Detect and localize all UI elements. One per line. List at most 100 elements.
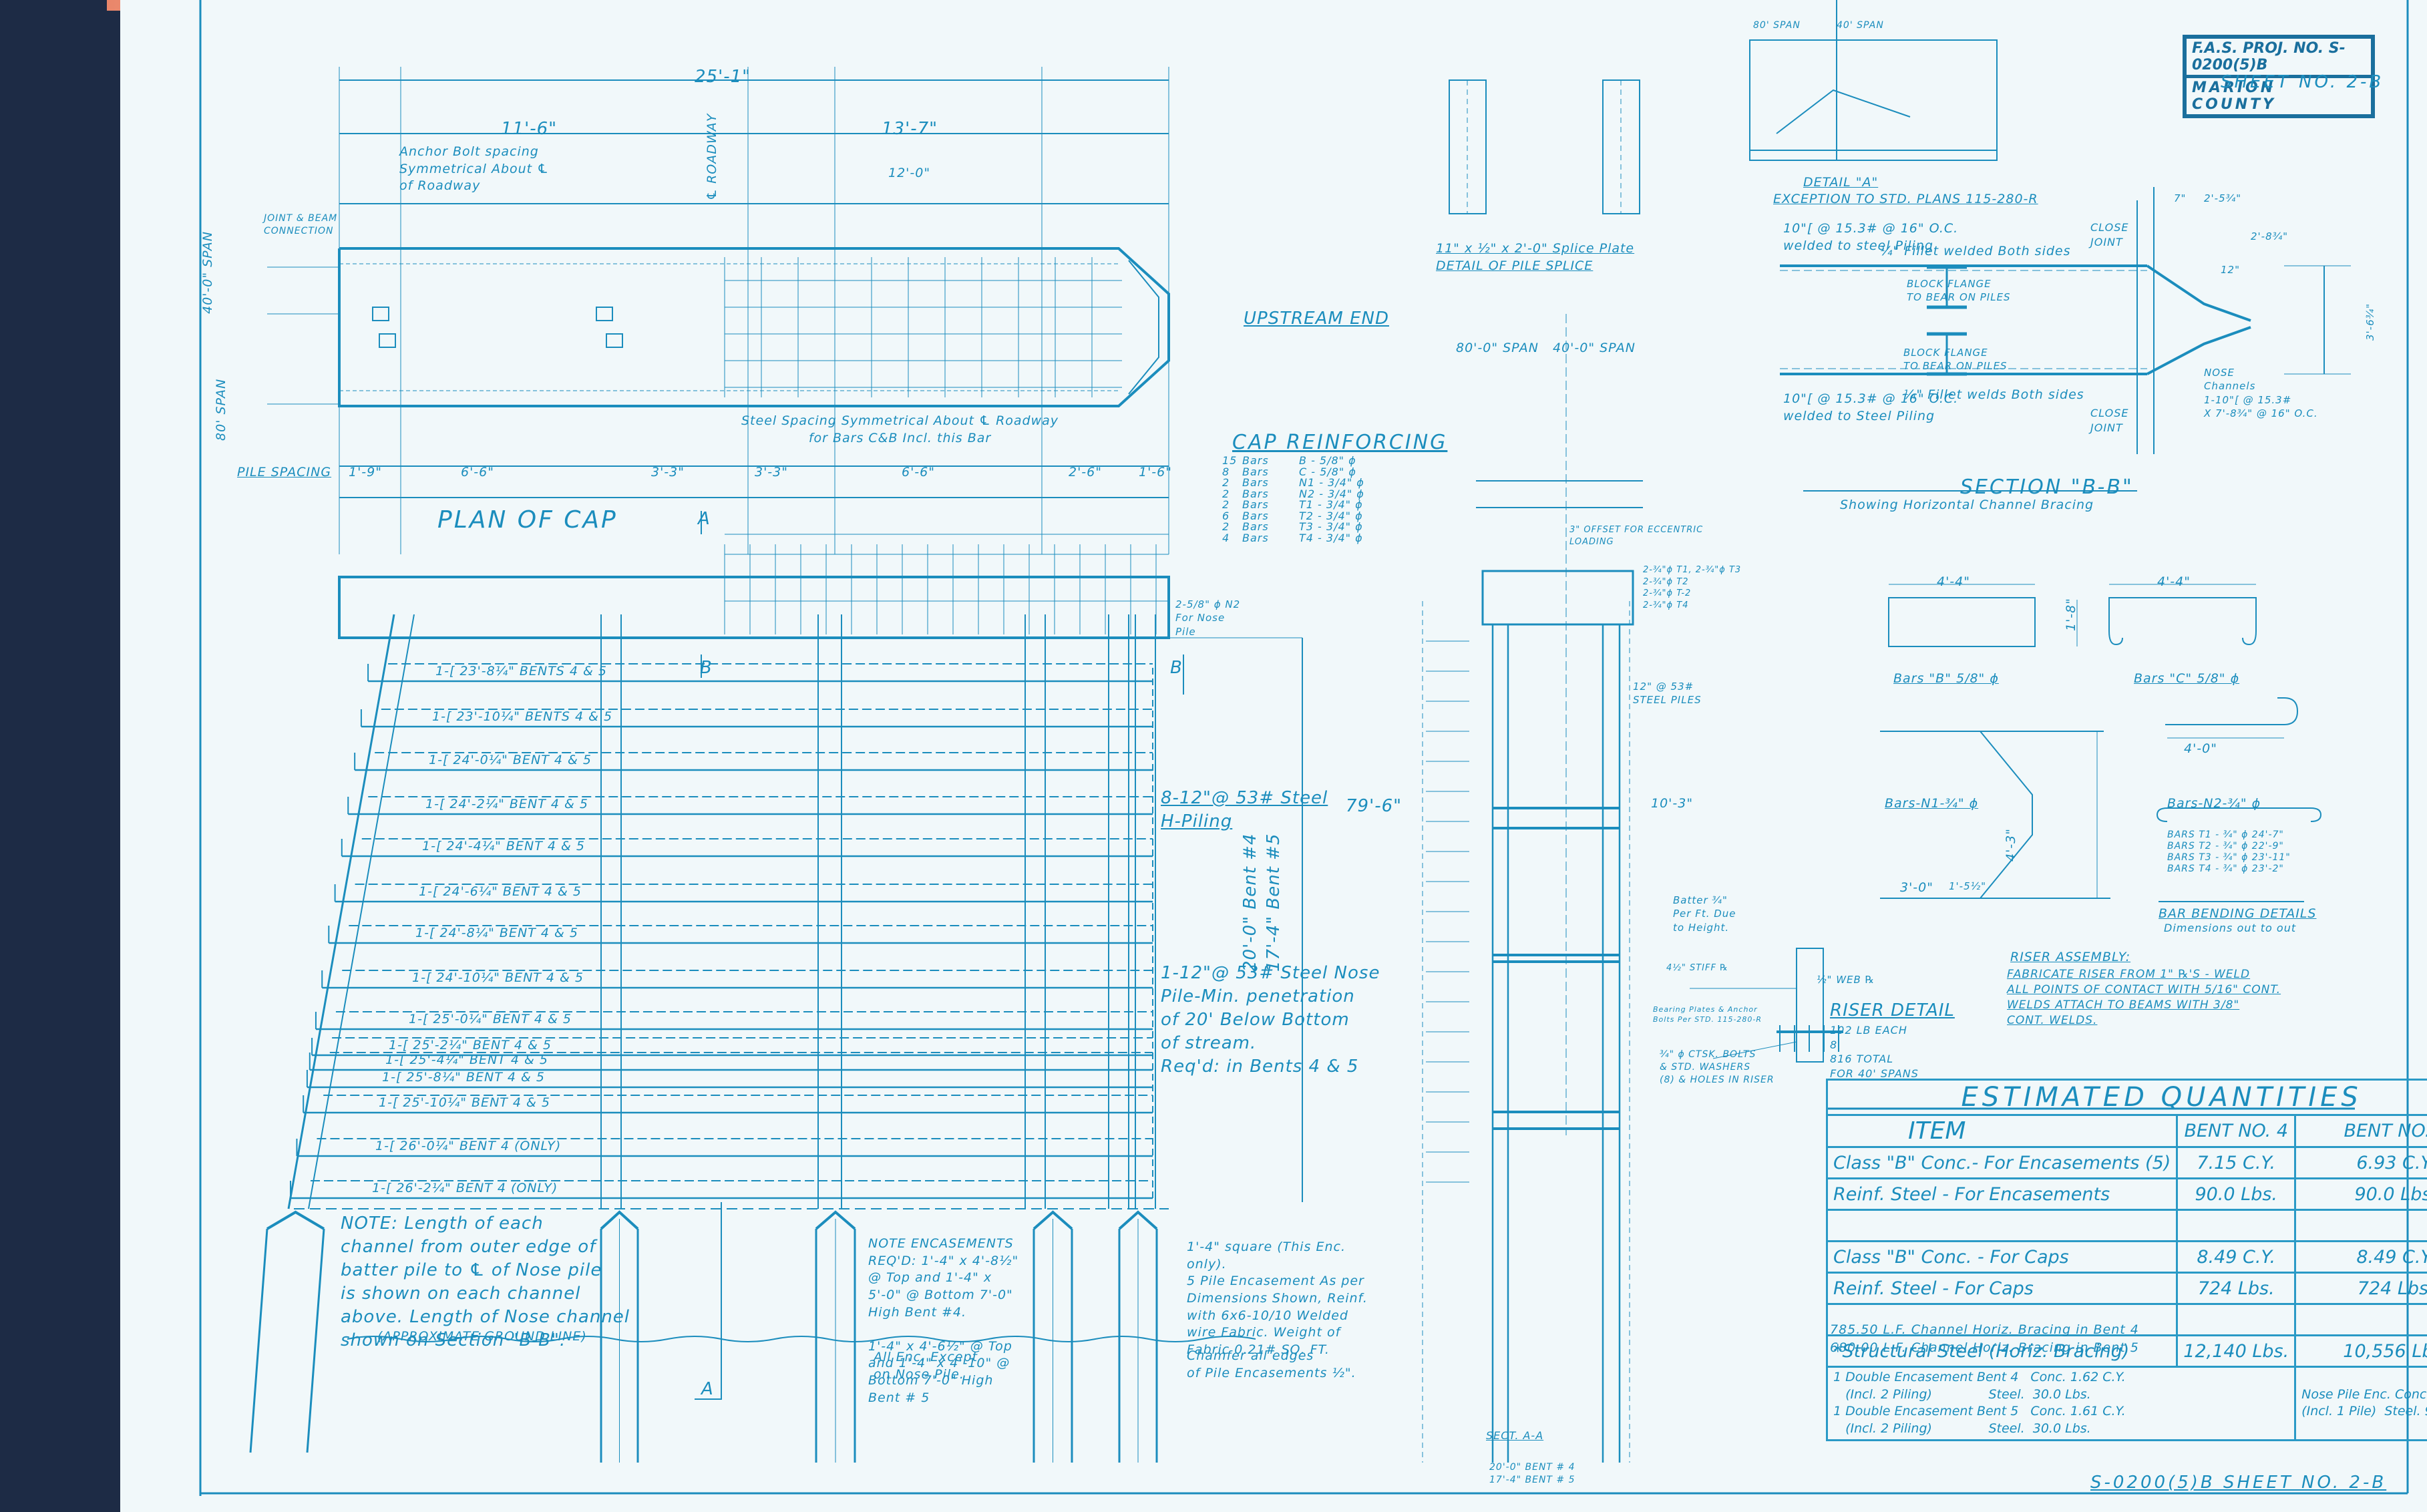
t-bar-length: BARS T1 - ¾" ϕ 24'-7" <box>2167 829 2284 840</box>
riser-assembly-text: FABRICATE RISER FROM 1" ℞'S - WELD ALL P… <box>2007 968 2281 1027</box>
section-aa-bars: 2-¾"ϕ T1, 2-¾"ϕ T3 2-¾"ϕ T2 2-¾"ϕ T-2 2-… <box>1643 565 1742 610</box>
section-aa-title: SECT. A-A <box>1486 1429 1544 1442</box>
quantity-b4 <box>2176 1303 2297 1336</box>
pile-spacing-label: PILE SPACING <box>237 465 332 480</box>
encasement-breakdown: 1 Double Encasement Bent 4 Conc. 1.62 C.… <box>1825 1366 2297 1441</box>
bar-b-width: 4'-4" <box>1937 574 1970 589</box>
quantity-b4: 724 Lbs. <box>2176 1272 2297 1305</box>
pile-encasement-top <box>1033 1210 1073 1230</box>
nose-pile-breakdown: Nose Pile Enc. Conc. 0.45 C.Y. (Incl. 1 … <box>2294 1366 2427 1441</box>
channel-label: 1-[ 23'-8¼" BENTS 4 & 5 <box>435 664 607 679</box>
quantity-item <box>1825 1209 2179 1242</box>
cap-reinforcing-qty: 8 <box>1222 465 1230 478</box>
pile-dim: 1'-9" <box>349 465 382 480</box>
anchor-bolt-note: Anchor Bolt spacing Symmetrical About ℄ … <box>399 144 550 194</box>
cap-reinforcing-qty: 2 <box>1222 498 1230 511</box>
cap-reinforcing-qty: 2 <box>1222 520 1230 533</box>
bar-n1-offset: 1'-5½" <box>1949 880 1987 892</box>
cap-reinforcing-unit: Bars <box>1242 465 1269 478</box>
detail-a-title: DETAIL "A" <box>1803 175 1879 190</box>
quantity-row: *Structural Steel (Horiz. Bracing)12,140… <box>1825 1334 2427 1368</box>
cap-reinforcing-mark: C - 5/8" ϕ <box>1299 465 1356 478</box>
bb-block-flange-bottom: BLOCK FLANGE TO BEAR ON PILES <box>1903 347 2008 373</box>
bar-b-shape <box>1888 597 2036 647</box>
cap-nose-note: 2-5/8" ϕ N2 For Nose Pile <box>1175 598 1241 638</box>
section-b-marker-left: B <box>700 658 713 678</box>
quantity-b5: 90.0 Lbs. <box>2294 1177 2427 1211</box>
batter-pile <box>308 614 415 1209</box>
quantity-b5 <box>2294 1209 2427 1242</box>
cap-reinforcing-qty: 6 <box>1222 509 1230 522</box>
ground-line-label: (APPROXIMATE GROUND LINE) <box>377 1329 587 1344</box>
binding-strip <box>0 0 120 1512</box>
project-number: F.A.S. PROJ. NO. S-0200(5)B <box>2192 40 2346 73</box>
quantity-b5: 724 Lbs. <box>2294 1272 2427 1305</box>
detail-a-bracket <box>1776 89 1911 134</box>
bb-note-top: 10"[ @ 15.3# @ 16" O.C. welded to steel … <box>1783 221 1959 253</box>
bb-nose-channel <box>2146 264 2251 322</box>
channel-label: 1-[ 23'-10¼" BENTS 4 & 5 <box>432 709 613 724</box>
quantity-b4 <box>2176 1209 2297 1242</box>
bb-block-flange-top: BLOCK FLANGE TO BEAR ON PILES <box>1907 278 2011 304</box>
header-bent-4: BENT NO. 4 <box>2176 1114 2297 1148</box>
nose-pile-note: 1-12"@ 53# Steel Nose Pile-Min. penetrat… <box>1161 963 1380 1077</box>
pile-encasement <box>249 1228 268 1453</box>
bar-c-hooks <box>2108 630 2257 646</box>
riser-bolts: ¾" ϕ CTSK. BOLTS & STD. WASHERS (8) & HO… <box>1660 1049 1775 1085</box>
section-aa-cap <box>1481 570 1634 626</box>
bars-n1-label: Bars-N1-¾" ϕ <box>1885 796 1979 811</box>
detail-a-frame <box>1749 39 1998 161</box>
section-aa-dim: 10'-3" <box>1651 796 1694 811</box>
bar-n1-shape <box>1880 731 2033 899</box>
pile-dim: 3'-3" <box>755 465 788 480</box>
section-aa-bottom-dims: 20'-0" BENT # 4 17'-4" BENT # 5 <box>1489 1462 1575 1485</box>
section-b-marker-right: B <box>1170 658 1183 678</box>
quantity-b4: 90.0 Lbs. <box>2176 1177 2297 1211</box>
channel-label: 1-[ 25'-8¼" BENT 4 & 5 <box>382 1070 545 1085</box>
batter-note: Batter ¾" Per Ft. Due to Height. <box>1673 894 1736 934</box>
close-joint-bottom: CLOSE JOINT <box>2090 407 2129 434</box>
quantity-b5: 6.93 C.Y. <box>2294 1146 2427 1179</box>
bar-n2-hook <box>2277 697 2299 725</box>
t-bar-shape <box>2156 807 2322 822</box>
section-bb-subtitle: Showing Horizontal Channel Bracing <box>1840 498 2094 512</box>
batter-pile <box>287 614 395 1209</box>
anchor-bolt <box>372 307 389 321</box>
cap-reinforcing-qty: 4 <box>1222 531 1230 544</box>
channel-length-note: NOTE: Length of each channel from outer … <box>341 1213 630 1351</box>
plan-cap-nose <box>1128 260 1159 395</box>
footer-sheet-label: S-0200(5)B SHEET NO. 2-B <box>2090 1473 2387 1493</box>
quantity-b5 <box>2294 1303 2427 1336</box>
channel-label: 1-[ 24'-2¼" BENT 4 & 5 <box>425 797 588 811</box>
cap-reinforcing-unit: Bars <box>1242 476 1269 489</box>
county-name: MARION COUNTY <box>2187 75 2371 114</box>
quantity-item: Reinf. Steel - For Caps <box>1825 1272 2179 1305</box>
height-dim: 79'-6" <box>1346 796 1403 816</box>
detail-a-span: 80' SPAN <box>1753 20 1801 31</box>
cap-reinforcing-unit: Bars <box>1242 454 1269 467</box>
bb-note-bottom: 10"[ @ 15.3# @ 16" O.C. welded to Steel … <box>1783 391 1959 423</box>
cap-reinforcing-mark: N1 - 3/4" ϕ <box>1299 476 1364 489</box>
riser-stiffener: 4½" STIFF ℞ <box>1666 963 1728 973</box>
quantity-b5: 10,556 Lbs. <box>2294 1334 2427 1368</box>
riser-body <box>1796 948 1824 1063</box>
quantity-item: Class "B" Conc.- For Encasements (5) <box>1825 1146 2179 1179</box>
chamfer-note: Chamfer all edges of Pile Encasements ½"… <box>1187 1348 1356 1380</box>
pile-encasement <box>306 1228 325 1453</box>
cap-reinforcing-mark: T1 - 3/4" ϕ <box>1299 498 1363 511</box>
quantity-row <box>1825 1303 2427 1336</box>
quantity-row: Class "B" Conc.- For Encasements (5)7.15… <box>1825 1146 2427 1179</box>
detail-a-subtitle: EXCEPTION TO STD. PLANS 115-280-R <box>1773 192 2038 206</box>
channel-label: 1-[ 24'-8¼" BENT 4 & 5 <box>415 926 578 940</box>
riser-web-plate: ½" WEB ℞ <box>1817 974 1875 986</box>
channel-label: 1-[ 26'-0¼" BENT 4 (ONLY) <box>375 1139 562 1153</box>
pile-dim: 1'-6" <box>1139 465 1172 480</box>
bars-n2-label: Bars-N2-¾" ϕ <box>2167 796 2261 811</box>
section-a-marker-top: A <box>698 509 711 529</box>
anchor-bolt <box>606 333 623 348</box>
upstream-end-label: UPSTREAM END <box>1244 309 1389 329</box>
close-joint-top: CLOSE JOINT <box>2090 221 2129 248</box>
bracing-note: 680.00 L.F. Channel Horiz. Bracing in Be… <box>1830 1340 2139 1355</box>
pile-encasement-top <box>1118 1210 1158 1230</box>
bb-dim: 3'-6¾" <box>2364 303 2376 341</box>
